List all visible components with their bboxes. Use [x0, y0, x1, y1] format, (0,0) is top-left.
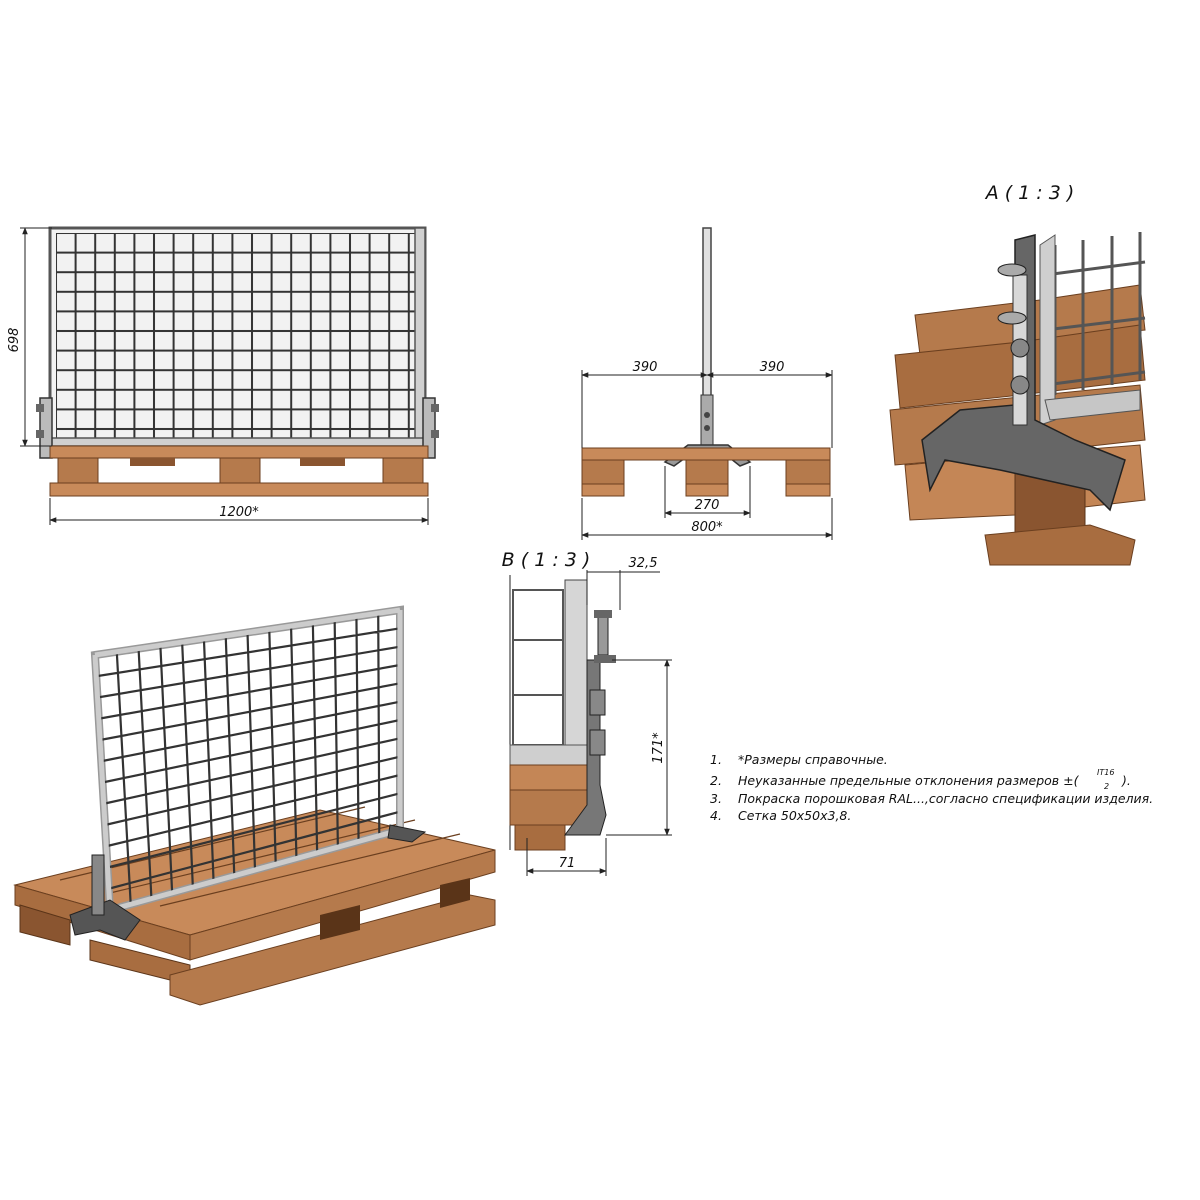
front-right-bracket [422, 397, 439, 459]
side-post [702, 227, 712, 407]
note-1-number: 1. [710, 752, 722, 767]
side-offset-dimensions: 390 390 [581, 360, 833, 448]
side-foot-width-label: 270 [695, 498, 720, 513]
iso-bracket [69, 824, 427, 941]
detail-a: A ( 1 : 3 ) [889, 182, 1146, 566]
side-view: 390 390 270 800* [581, 227, 833, 540]
note-3-text: Покраска порошковая RAL...,согласно спец… [738, 791, 1153, 806]
side-pallet [581, 447, 831, 497]
detail-b-offset-label: 32,5 [629, 556, 658, 571]
front-pallet [49, 445, 429, 497]
notes: 1. *Размеры справочные. 2. Неуказанные п… [710, 752, 1153, 823]
note-2-tolerance-top: IT16 [1097, 768, 1114, 777]
note-4-number: 4. [710, 808, 722, 823]
detail-b-height-label: 171* [651, 732, 666, 764]
front-left-bracket [36, 397, 53, 459]
front-height-label: 698 [7, 328, 22, 353]
note-2-tolerance-bottom: 2 [1104, 782, 1109, 791]
detail-b-height-dimension: 171* [606, 659, 672, 836]
detail-b-base-label: 71 [559, 856, 576, 871]
front-mesh-grid [56, 233, 420, 439]
front-width-label: 1200* [219, 505, 259, 520]
detail-a-title: A ( 1 : 3 ) [984, 182, 1075, 204]
detail-b-base-dimension: 71 [526, 838, 607, 876]
detail-b: B ( 1 : 3 ) 32,5 171* [502, 549, 672, 876]
side-left-offset-label: 390 [633, 360, 658, 375]
side-depth-label: 800* [691, 520, 723, 535]
front-height-dimension: 698 [7, 227, 52, 447]
note-1-text: *Размеры справочные. [738, 752, 888, 767]
note-3-number: 3. [710, 791, 722, 806]
isometric-view [13, 605, 496, 1006]
side-depth-dimension: 800* [581, 498, 833, 540]
note-4-text: Сетка 50х50х3,8. [738, 808, 851, 823]
front-view: 698 1200* [7, 226, 439, 525]
note-2-number: 2. [710, 773, 722, 788]
detail-b-title: B ( 1 : 3 ) [502, 549, 591, 571]
side-foot-dimension: 270 [664, 466, 751, 518]
front-width-dimension: 1200* [49, 498, 429, 525]
side-right-offset-label: 390 [760, 360, 785, 375]
note-2-text: Неуказанные предельные отклонения размер… [738, 773, 1080, 788]
detail-b-offset-dimension: 32,5 [586, 556, 660, 610]
note-2-tail: ). [1121, 773, 1131, 788]
